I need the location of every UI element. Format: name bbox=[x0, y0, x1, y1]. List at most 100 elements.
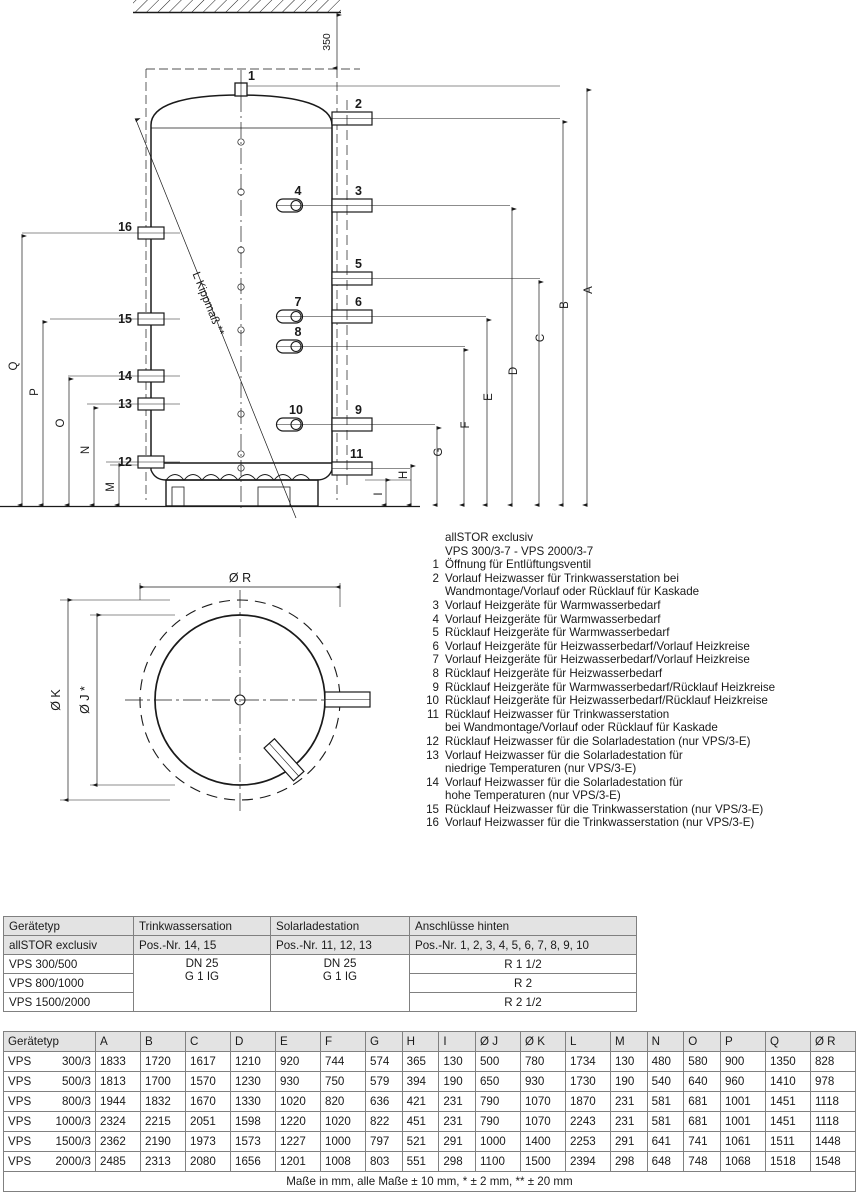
port-10 bbox=[275, 417, 332, 432]
dim-350: 350 bbox=[321, 13, 342, 70]
dimension-cell: 298 bbox=[438, 1151, 476, 1172]
port-11 bbox=[331, 461, 410, 476]
dimension-row-type: VPS 300/3 bbox=[3, 1051, 96, 1072]
dimension-cell: 741 bbox=[683, 1131, 721, 1152]
label-port-7: 7 bbox=[295, 295, 302, 309]
conn-header-row-2: allSTOR exclusiv Pos.-Nr. 14, 15 Pos.-Nr… bbox=[3, 935, 637, 955]
label-port-16: 16 bbox=[118, 220, 132, 234]
legend-item-number: 11 bbox=[426, 707, 439, 721]
dimension-cell: 1001 bbox=[719, 1111, 766, 1132]
conn-rear-1: R 2 bbox=[409, 973, 637, 993]
dimension-table-col-header: Ø R bbox=[809, 1031, 857, 1052]
port-15 bbox=[50, 312, 180, 326]
device-size: 500/3 bbox=[61, 1075, 91, 1088]
device-size: 300/3 bbox=[61, 1055, 91, 1068]
dimension-cell: 394 bbox=[401, 1071, 440, 1092]
label-port-6: 6 bbox=[355, 295, 362, 309]
dimension-cell: 1070 bbox=[519, 1111, 566, 1132]
dimension-cell: 1598 bbox=[230, 1111, 276, 1132]
port-14 bbox=[68, 369, 180, 383]
conn-header-row-1: Gerätetyp Trinkwassersation Solarladesta… bbox=[3, 916, 637, 936]
dimension-cell: 1700 bbox=[140, 1071, 186, 1092]
dimension-cell: 231 bbox=[438, 1111, 476, 1132]
dimension-table-col-header: G bbox=[365, 1031, 403, 1052]
dimension-cell: 540 bbox=[646, 1071, 685, 1092]
label-port-1: 1 bbox=[248, 69, 255, 83]
legend-item-number: 12 bbox=[426, 734, 439, 748]
device-prefix: VPS bbox=[8, 1055, 32, 1068]
conn-h1-3: Anschlüsse hinten bbox=[409, 916, 637, 936]
dimension-cell: 551 bbox=[401, 1151, 440, 1172]
dimension-cell: 920 bbox=[275, 1051, 321, 1072]
legend-item-label: Rücklauf Heizgeräte für Heizwasserbedarf bbox=[445, 666, 663, 680]
label-port-11: 11 bbox=[350, 447, 363, 461]
plan-diameter-R: Ø R bbox=[229, 571, 251, 585]
device-size: 800/3 bbox=[61, 1095, 91, 1108]
connection-table: Gerätetyp Trinkwassersation Solarladesta… bbox=[3, 916, 637, 1012]
dimension-cell: 1734 bbox=[564, 1051, 611, 1072]
dimension-cell: 231 bbox=[609, 1111, 648, 1132]
conn-solar: DN 25 G 1 IG bbox=[270, 954, 410, 1012]
dimension-letter-labels: A B C D E F G H I Q P O N M bbox=[8, 286, 595, 496]
dimension-cell: 1350 bbox=[764, 1051, 811, 1072]
dimension-cell: 231 bbox=[609, 1091, 648, 1112]
conn-type-1: VPS 800/1000 bbox=[3, 973, 134, 993]
dimension-cell: 291 bbox=[609, 1131, 648, 1152]
legend-item-number: 14 bbox=[426, 775, 439, 789]
dimension-cell: 1210 bbox=[230, 1051, 276, 1072]
dimension-cell: 828 bbox=[809, 1051, 857, 1072]
legend-item-number: 3 bbox=[432, 598, 439, 612]
dimension-cell: 581 bbox=[646, 1091, 685, 1112]
dim-G: G bbox=[433, 447, 445, 456]
conn-h1-1: Trinkwassersation bbox=[133, 916, 271, 936]
dimension-cell: 1220 bbox=[275, 1111, 321, 1132]
dim-A: A bbox=[583, 286, 595, 294]
dimension-cell: 1068 bbox=[719, 1151, 766, 1172]
dimension-cell: 1448 bbox=[809, 1131, 857, 1152]
dim-M: M bbox=[105, 482, 117, 492]
legend-item-number: 8 bbox=[432, 666, 439, 680]
label-port-15: 15 bbox=[118, 312, 132, 326]
table-row: VPS 1500/2000 R 2 1/2 bbox=[3, 992, 637, 1012]
conn-solar-1: G 1 IG bbox=[322, 970, 358, 983]
legend-item-number: 2 bbox=[432, 571, 439, 585]
dimension-cell: 1008 bbox=[320, 1151, 366, 1172]
label-port-5: 5 bbox=[355, 257, 362, 271]
dim-D: D bbox=[508, 367, 520, 375]
legend-item-label: Vorlauf Heizwasser für die Solarladestat… bbox=[445, 775, 683, 789]
label-port-13: 13 bbox=[118, 397, 132, 411]
dimension-table-col-header: Gerätetyp bbox=[3, 1031, 96, 1052]
legend-item-label: Rücklauf Heizgeräte für Warmwasserbedarf… bbox=[445, 680, 776, 694]
dimension-cell: 521 bbox=[401, 1131, 440, 1152]
port-4 bbox=[275, 198, 332, 213]
legend-item-label: Vorlauf Heizgeräte für Warmwasserbedarf bbox=[445, 612, 661, 626]
legend-item-continuation: hohe Temperaturen (nur VPS/3-E) bbox=[445, 789, 621, 803]
dim-I: I bbox=[373, 492, 385, 495]
legend-block: allSTOR exclusiv VPS 300/3-7 - VPS 2000/… bbox=[421, 531, 859, 830]
tilt-dimension bbox=[134, 118, 297, 519]
dimension-cell: 1000 bbox=[474, 1131, 521, 1152]
label-port-2: 2 bbox=[355, 97, 362, 111]
dimension-cell: 1001 bbox=[719, 1091, 766, 1112]
conn-type-2: VPS 1500/2000 bbox=[3, 992, 134, 1012]
dimension-cell: 1813 bbox=[95, 1071, 141, 1092]
dimension-cell: 574 bbox=[365, 1051, 403, 1072]
legend-item-label: Vorlauf Heizwasser für die Trinkwasserst… bbox=[445, 816, 755, 830]
dim-H: H bbox=[398, 471, 410, 479]
dimension-cell: 1451 bbox=[764, 1111, 811, 1132]
dimension-cell: 1570 bbox=[185, 1071, 231, 1092]
legend-item-number: 9 bbox=[432, 680, 439, 694]
envelope-outline bbox=[145, 68, 360, 500]
conn-trink: DN 25 G 1 IG bbox=[133, 954, 271, 1012]
port-6 bbox=[331, 309, 486, 324]
conn-rear-2: R 2 1/2 bbox=[409, 992, 637, 1012]
legend-item-label: Vorlauf Heizgeräte für Heizwasserbedarf/… bbox=[445, 653, 750, 667]
dimension-table-col-header: L bbox=[564, 1031, 611, 1052]
